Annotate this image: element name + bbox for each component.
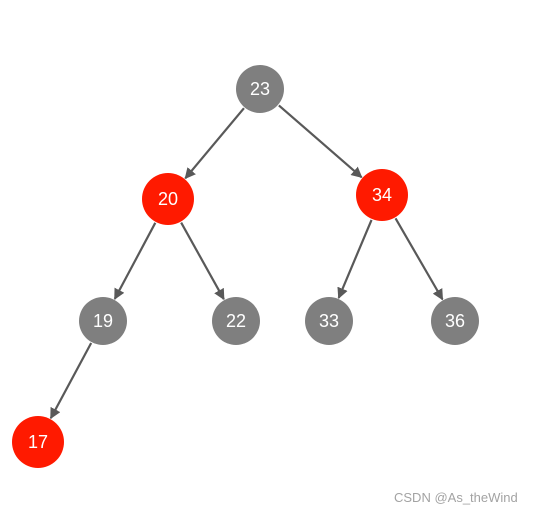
node-label-19: 19 [93,311,113,331]
edge-19-to-17 [49,342,93,420]
tree-node-33: 33 [305,297,353,345]
edge-20-to-19 [113,222,157,300]
node-label-20: 20 [158,189,178,209]
node-label-34: 34 [372,185,392,205]
node-circle-36 [431,297,479,345]
edge-34-to-33 [337,219,373,299]
edge-23-to-34 [278,104,363,179]
node-circle-34 [356,169,408,221]
node-circle-17 [12,416,64,468]
tree-node-34: 34 [356,169,408,221]
tree-node-20: 20 [142,173,194,225]
node-circle-20 [142,173,194,225]
node-label-22: 22 [226,311,246,331]
node-label-36: 36 [445,311,465,331]
node-label-17: 17 [28,432,48,452]
nodes-layer: 23 20 34 19 22 33 36 17 [12,65,479,468]
node-circle-33 [305,297,353,345]
tree-node-19: 19 [79,297,127,345]
edge-34-to-36 [394,217,444,301]
edge-23-to-20 [184,107,245,180]
tree-node-36: 36 [431,297,479,345]
tree-node-17: 17 [12,416,64,468]
node-circle-22 [212,297,260,345]
node-label-33: 33 [319,311,339,331]
watermark-text: CSDN @As_theWind [394,490,518,505]
node-label-23: 23 [250,79,270,99]
tree-node-23: 23 [236,65,284,113]
node-circle-23 [236,65,284,113]
tree-node-22: 22 [212,297,260,345]
edge-20-to-22 [180,222,225,301]
edges-layer [49,104,444,420]
node-circle-19 [79,297,127,345]
